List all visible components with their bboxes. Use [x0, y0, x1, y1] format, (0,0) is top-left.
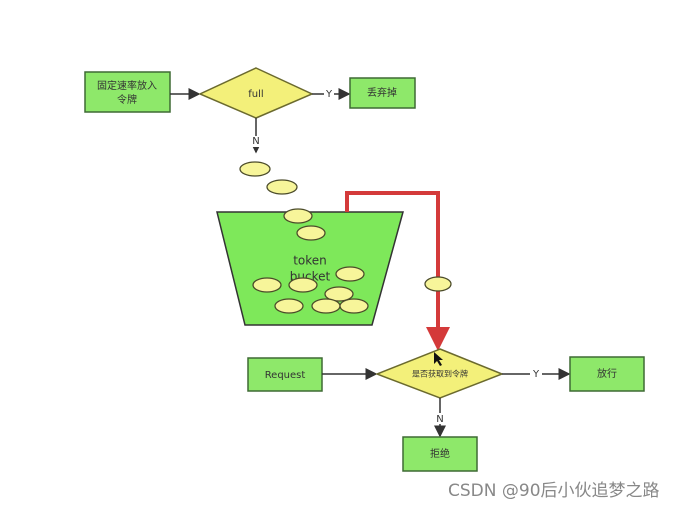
- full-label: full: [248, 89, 263, 100]
- pass-label: 放行: [597, 367, 617, 380]
- token: [296, 225, 326, 241]
- got-token-label: 是否获取到令牌: [412, 369, 468, 379]
- token: [424, 276, 452, 292]
- full-decision: full: [198, 67, 314, 119]
- token: [339, 298, 369, 314]
- token: [239, 161, 271, 177]
- edge-yes-label: Y: [532, 369, 540, 380]
- token: [274, 298, 304, 314]
- bucket-label-1: token: [293, 254, 327, 268]
- token: [266, 179, 298, 195]
- put-tokens-label-1: 固定速率放入: [97, 79, 157, 92]
- discard-label: 丢弃掉: [367, 86, 397, 99]
- token: [311, 298, 341, 314]
- token: [252, 277, 282, 293]
- edge-no-label: N: [252, 136, 259, 147]
- edge-yes-label: Y: [325, 89, 333, 100]
- token: [288, 277, 318, 293]
- token-bucket: token bucket: [216, 211, 404, 326]
- request-label: Request: [265, 370, 306, 381]
- token: [283, 208, 313, 224]
- request-box: Request: [247, 357, 323, 392]
- put-tokens-label-2: 令牌: [117, 93, 137, 106]
- discard-box: 丢弃掉: [349, 77, 416, 109]
- put-tokens-box: 固定速率放入 令牌: [84, 71, 171, 113]
- reject-box: 拒绝: [402, 436, 478, 472]
- watermark: CSDN @90后小伙追梦之路: [448, 481, 660, 501]
- reject-label: 拒绝: [430, 447, 450, 460]
- got-token-decision: 是否获取到令牌: [374, 348, 505, 399]
- pass-box: 放行: [569, 356, 645, 392]
- token-flow-arrow: [345, 191, 450, 351]
- token: [335, 266, 365, 282]
- token: [324, 286, 354, 302]
- edge-no-label: N: [436, 414, 443, 425]
- mouse-cursor-icon: [434, 352, 443, 366]
